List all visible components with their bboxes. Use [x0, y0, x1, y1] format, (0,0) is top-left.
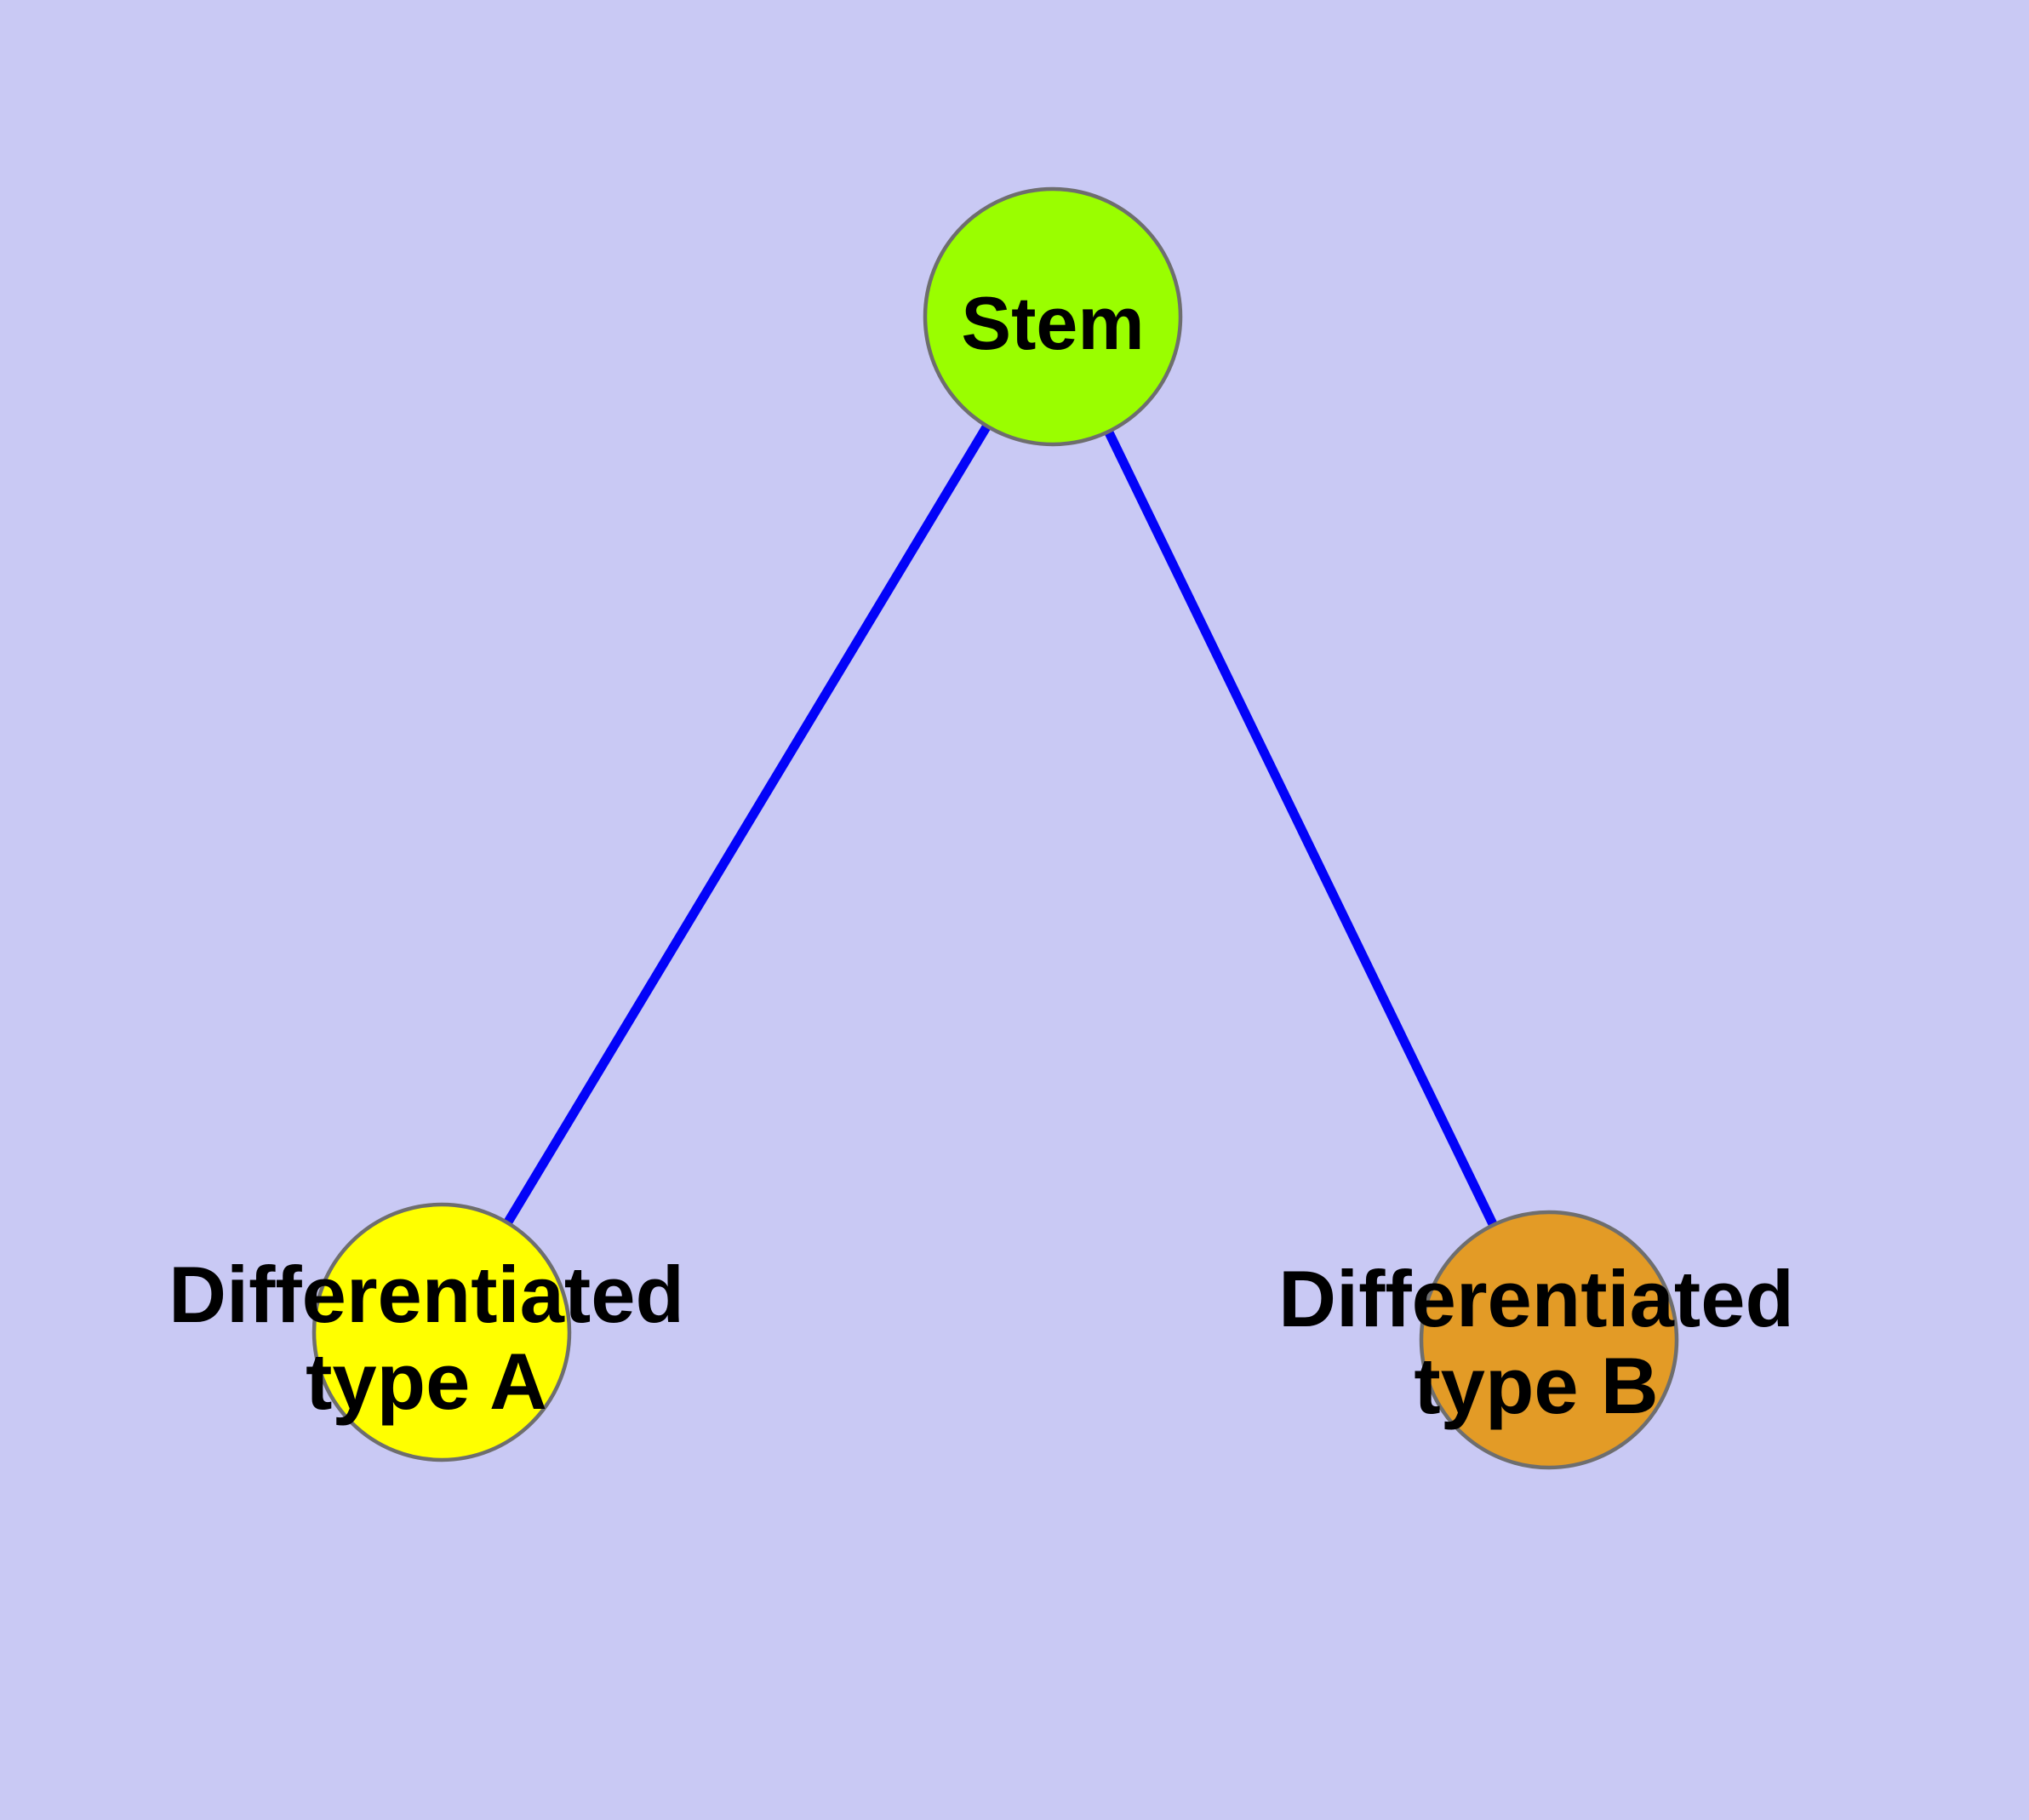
node-stem-circle: [923, 186, 1183, 447]
node-type-b-label-line1: Differentiated: [1278, 1254, 1794, 1343]
node-stem-label: Stem: [961, 281, 1144, 365]
edge-stem-to-type-a: [437, 314, 1057, 1335]
node-type-a-circle: [311, 1202, 572, 1462]
node-type-b-circle: [1419, 1210, 1679, 1470]
node-type-a-label-line2: type A: [306, 1336, 547, 1426]
edge-stem-to-type-b: [1049, 314, 1553, 1342]
node-type-a-label-line1: Differentiated: [169, 1250, 684, 1339]
node-type-b-label-line2: type B: [1414, 1341, 1658, 1430]
